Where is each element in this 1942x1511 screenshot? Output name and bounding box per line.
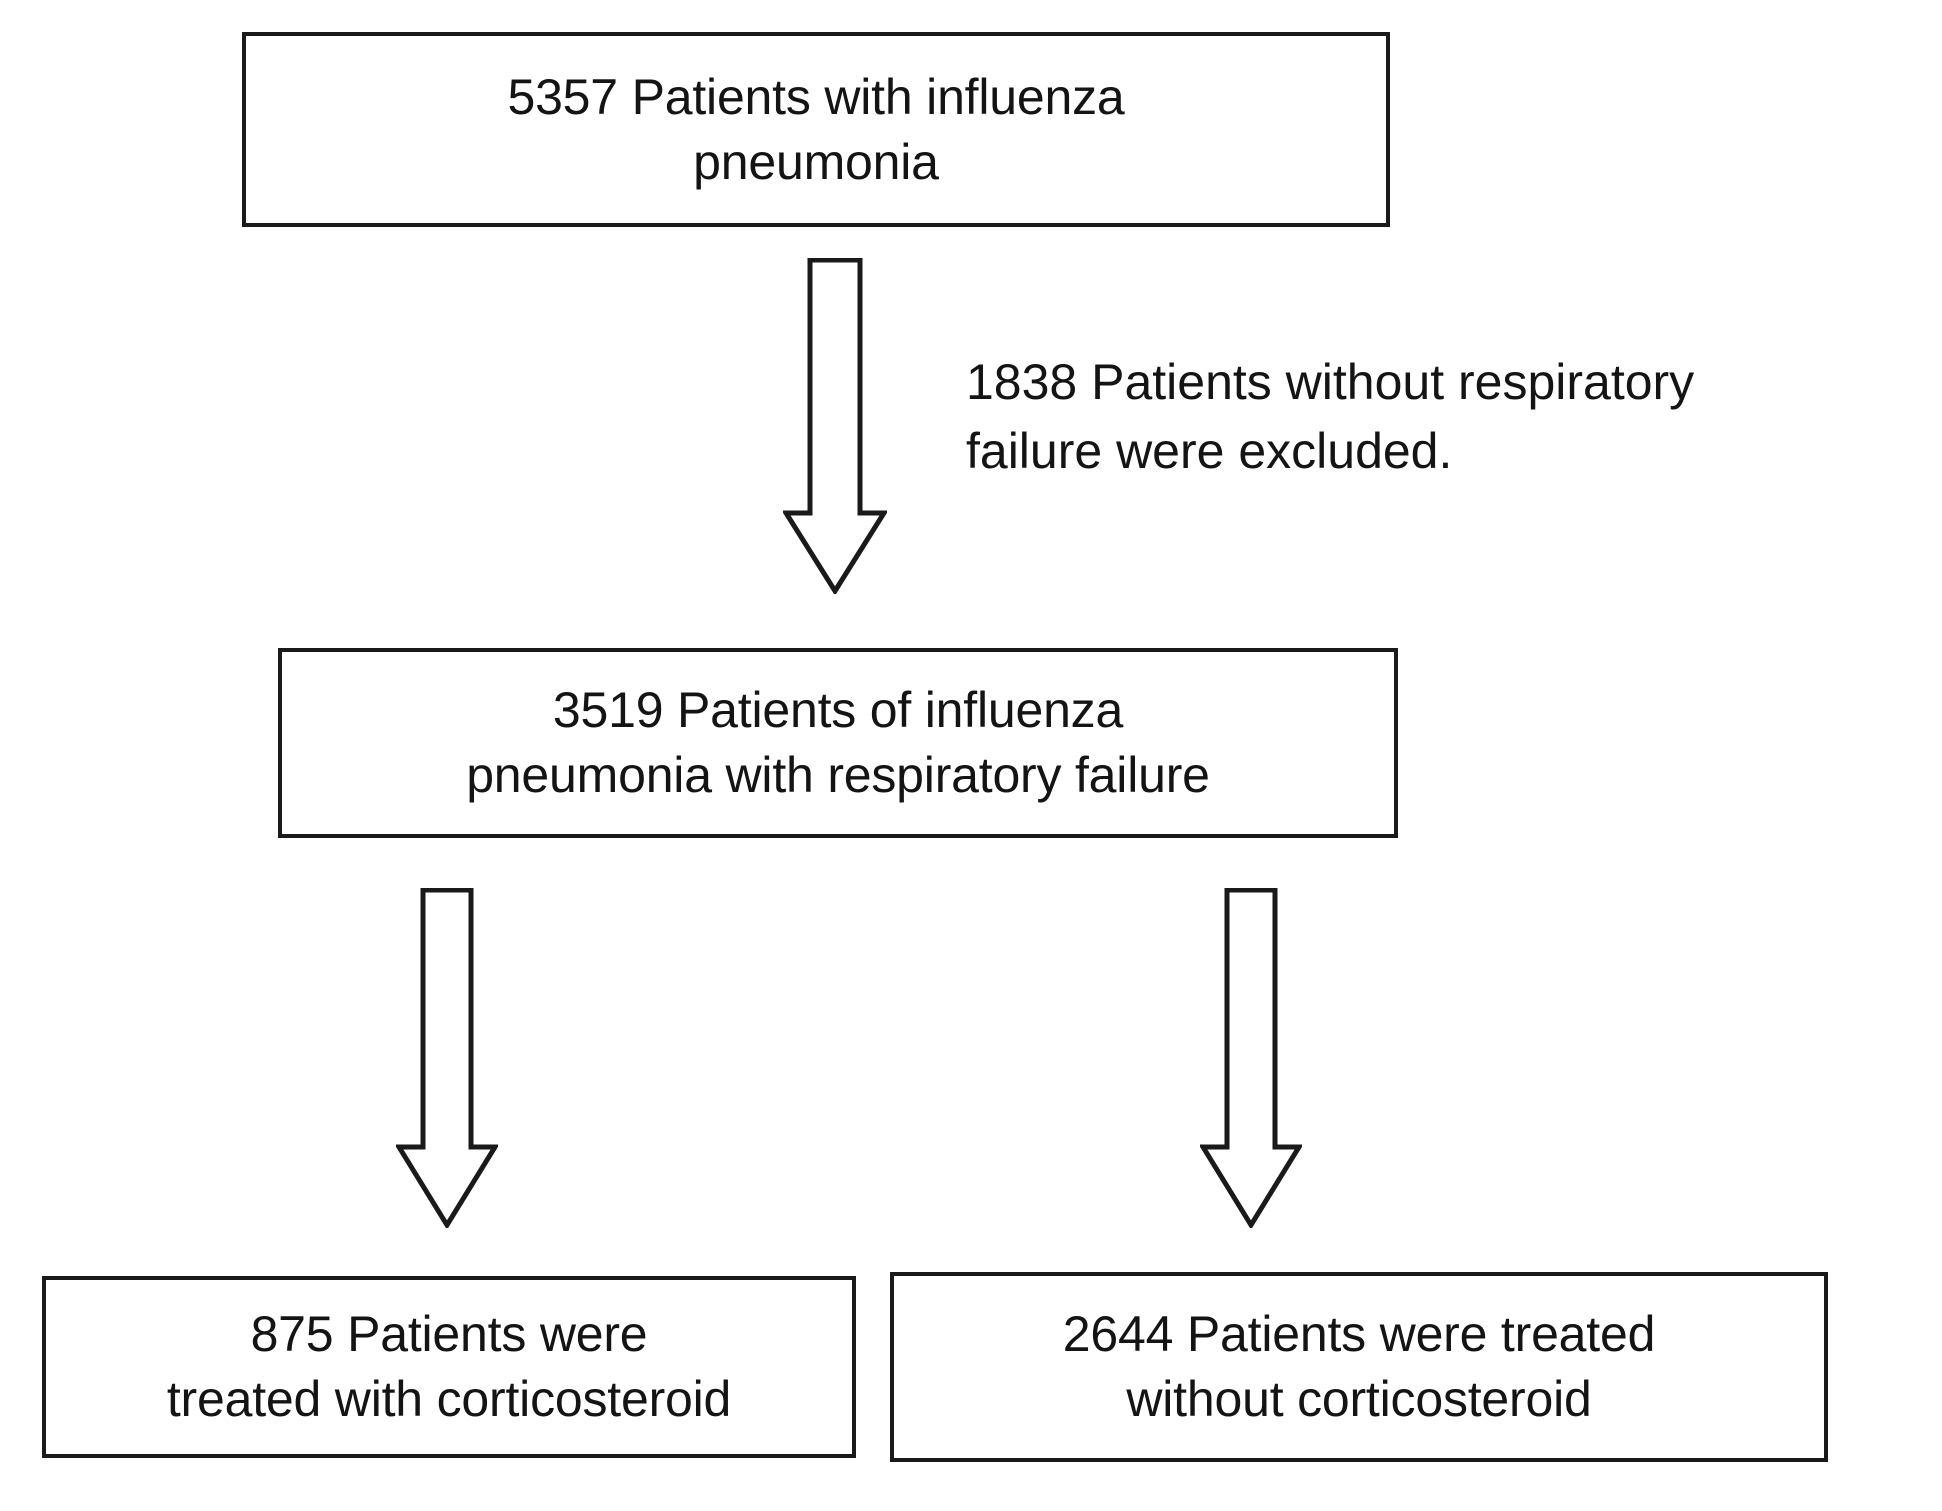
node-cohort-initial: 5357 Patients with influenza pneumonia xyxy=(242,32,1390,227)
node-arm-nosteroid-label: 2644 Patients were treated without corti… xyxy=(1062,1306,1656,1427)
node-cohort-respfail-label: 3519 Patients of influenza pneumonia wit… xyxy=(466,682,1210,803)
node-arm-steroid: 875 Patients were treated with corticost… xyxy=(42,1276,856,1458)
node-arm-nosteroid: 2644 Patients were treated without corti… xyxy=(890,1272,1828,1462)
arrow-initial-to-respfail-icon xyxy=(783,258,887,594)
exclusion-note-text: 1838 Patients without respiratory failur… xyxy=(966,354,1695,479)
arrow-respfail-to-nosteroid-icon xyxy=(1200,888,1302,1228)
node-cohort-respfail: 3519 Patients of influenza pneumonia wit… xyxy=(278,648,1398,838)
node-cohort-initial-label: 5357 Patients with influenza pneumonia xyxy=(507,68,1125,190)
arrow-respfail-to-steroid-icon xyxy=(396,888,498,1228)
node-arm-steroid-label: 875 Patients were treated with corticost… xyxy=(166,1306,732,1427)
